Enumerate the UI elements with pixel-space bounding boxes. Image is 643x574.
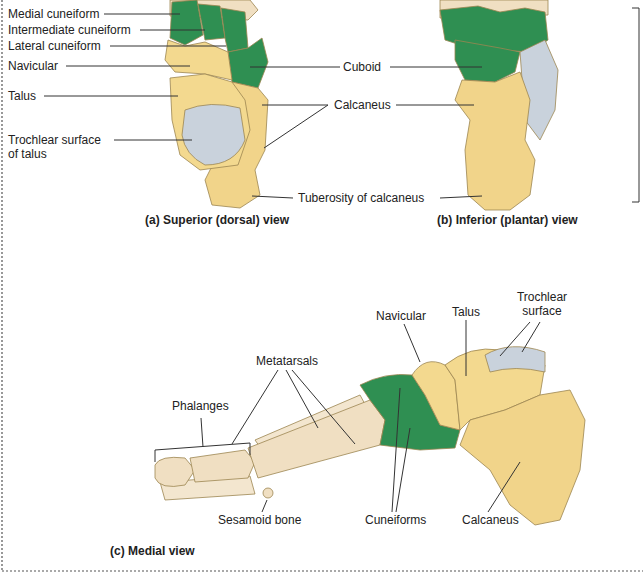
part-label: Trochlear surface of talus	[8, 133, 114, 161]
part-label: Calcaneus	[462, 513, 519, 527]
leader-line	[252, 196, 293, 198]
leader-line	[110, 46, 226, 47]
trochlear-surface	[182, 104, 245, 165]
talus-bone	[170, 74, 250, 170]
proximal-phalanx	[190, 450, 255, 482]
leader-line	[264, 105, 328, 148]
leader-line	[104, 14, 180, 15]
calcaneus-bone	[455, 72, 535, 210]
leader-line	[286, 370, 318, 428]
view-caption: (c) Medial view	[110, 544, 195, 558]
leader-line	[140, 30, 205, 31]
leader-line	[440, 196, 482, 198]
part-label: Phalanges	[172, 399, 229, 413]
part-label: Sesamoid bone	[218, 513, 301, 527]
part-label: Cuboid	[343, 60, 381, 74]
leader-line	[66, 66, 190, 67]
leader-line	[262, 500, 267, 512]
view-caption: (b) Inferior (plantar) view	[437, 213, 578, 227]
leader-line	[396, 105, 474, 106]
part-label: Talus	[452, 305, 480, 319]
leader-line	[114, 140, 192, 141]
trochlear-surface	[485, 347, 545, 372]
leader-line	[404, 324, 420, 362]
part-label: Medial cuneiform	[8, 7, 99, 21]
leader-line	[390, 67, 482, 68]
leader-line	[488, 462, 520, 512]
lateral-cuneiform-bone	[221, 8, 248, 52]
leader-line	[201, 418, 203, 447]
first-metatarsal	[248, 400, 385, 478]
part-label: Navicular	[376, 309, 426, 323]
part-label: Intermediate cuneiform	[8, 23, 131, 37]
leader-line	[500, 322, 530, 356]
view-bracket	[632, 8, 639, 202]
view-caption: (a) Superior (dorsal) view	[145, 213, 289, 227]
part-label: Trochlear surface	[506, 290, 578, 318]
leader-line	[292, 370, 355, 444]
part-label: Metatarsals	[256, 354, 318, 368]
part-label: Navicular	[8, 59, 58, 73]
leader-line	[466, 320, 467, 376]
panel-border	[1, 0, 2, 571]
part-label: Lateral cuneiform	[8, 39, 101, 53]
leader-line	[522, 322, 540, 352]
sesamoid-bone-shape	[263, 488, 273, 498]
leader-line	[250, 67, 340, 68]
part-label: Cuneiforms	[365, 513, 426, 527]
distal-phalanx	[155, 457, 195, 486]
leader-line	[262, 105, 328, 106]
calcaneus-bone	[460, 390, 585, 525]
panel-border	[2, 570, 643, 571]
medial-cuneiform-bone	[170, 0, 203, 45]
leader-line	[232, 370, 278, 444]
part-label: Tuberosity of calcaneus	[298, 191, 424, 205]
leader-line	[44, 96, 178, 97]
cuboid-bone	[228, 38, 268, 88]
part-label: Calcaneus	[334, 98, 391, 112]
leader-line	[396, 428, 410, 512]
part-label: Talus	[8, 89, 36, 103]
